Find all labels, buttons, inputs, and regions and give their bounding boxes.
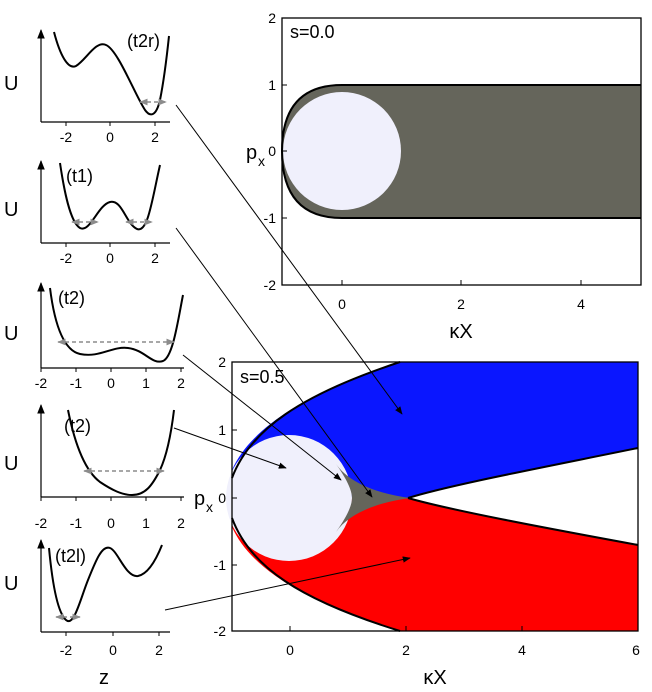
inset-xtick-label: 0 (107, 515, 115, 531)
inset-xtick-label: -1 (70, 375, 83, 391)
connector-arrow-t2r (175, 104, 403, 415)
inset-y-label: U (4, 73, 18, 95)
inset-t2l: -2 0 2 U z (t2l) (4, 539, 170, 689)
bottom-plot-frame (231, 361, 639, 632)
inset-t1: -2 0 2 U (t1) (4, 160, 170, 266)
bottom-panel-label: s=0.5 (240, 367, 285, 387)
inset-y-label: U (4, 199, 18, 221)
bottom-y-ticks (232, 361, 237, 632)
inset-xtick-label: 0 (106, 250, 114, 266)
inset-tag: (t2l) (55, 546, 86, 566)
connector-arrows (164, 104, 411, 611)
bottom-xtick-label: 4 (518, 642, 526, 658)
inset-xtick-label: -2 (35, 375, 48, 391)
inset-potential-curve (53, 31, 170, 116)
inset-xtick-label: -1 (70, 515, 83, 531)
inset-xtick-label: 0 (107, 375, 115, 391)
inset-xtick-label: 2 (155, 642, 163, 658)
inset-t2-a: -2 -1 0 1 2 U (t2) (4, 282, 185, 391)
inset-t2-b: -2 -1 0 1 2 U (t2) (4, 404, 185, 531)
bottom-ytick-label: 1 (218, 422, 226, 438)
inset-y-label: U (4, 453, 18, 475)
bottom-y-axis-title: p (194, 488, 205, 510)
bottom-x-ticks (289, 626, 639, 631)
inset-xtick-label: -2 (60, 129, 73, 145)
top-x-ticks (341, 280, 582, 285)
top-xtick-label: 0 (338, 296, 346, 312)
bottom-outer-boundary-upper (231, 361, 401, 479)
inset-xtick-label: 0 (106, 129, 114, 145)
inset-y-label: U (4, 573, 18, 595)
connector-arrow-t2l (164, 556, 411, 611)
top-xtick-label: 2 (457, 296, 465, 312)
bottom-light-disk (226, 435, 352, 561)
bottom-ytick-label: 0 (218, 490, 226, 506)
top-y-ticks (282, 17, 287, 286)
top-ytick-label: -1 (264, 210, 277, 226)
inset-xtick-label: 0 (109, 642, 117, 658)
top-panel: 2 1 0 -1 -2 0 2 4 κX p x s=0.0 (246, 10, 642, 343)
top-y-axis-subscript: x (258, 153, 265, 169)
top-ytick-label: -2 (264, 277, 277, 293)
bottom-x-axis-title: κX (423, 667, 446, 689)
top-x-axis-title: κX (449, 321, 472, 343)
inset-xtick-label: 2 (151, 129, 159, 145)
inset-x-label: z (99, 667, 109, 689)
top-ytick-label: 1 (268, 77, 276, 93)
bottom-ytick-label: -1 (214, 557, 227, 573)
bottom-xtick-label: 0 (286, 642, 294, 658)
inset-tag: (t2r) (127, 31, 160, 51)
top-light-disk (283, 92, 401, 210)
bottom-xtick-label: 2 (402, 642, 410, 658)
bottom-y-axis-subscript: x (206, 499, 213, 515)
inset-y-label: U (4, 323, 18, 345)
bottom-inner-boundary-upper (407, 447, 639, 499)
inset-xtick-label: 1 (142, 515, 150, 531)
inset-xtick-label: -2 (35, 515, 48, 531)
top-panel-label: s=0.0 (290, 22, 335, 42)
inset-tag: (t2) (58, 288, 85, 308)
inset-xtick-label: 2 (151, 250, 159, 266)
top-ytick-label: 0 (268, 143, 276, 159)
bottom-inner-boundary-lower (407, 497, 639, 546)
bottom-ytick-label: 2 (218, 354, 226, 370)
inset-xtick-label: -2 (60, 642, 73, 658)
top-y-axis-title: p (246, 142, 257, 164)
bottom-gray-cusp (336, 464, 410, 532)
connector-arrow-t1 (175, 227, 373, 498)
inset-tag: (t2) (64, 416, 91, 436)
bottom-outer-boundary-lower (231, 517, 401, 632)
inset-xtick-label: -2 (60, 250, 73, 266)
inset-xtick-label: 2 (177, 515, 185, 531)
inset-t2r: -2 0 2 U (t2r) (4, 29, 170, 145)
top-ytick-label: 2 (268, 10, 276, 26)
inset-tag: (t1) (66, 166, 93, 186)
top-xtick-label: 4 (577, 296, 585, 312)
inset-xtick-label: 2 (177, 375, 185, 391)
connector-arrow-t2-b (173, 427, 287, 469)
connector-arrow-t2-a (182, 354, 342, 481)
inset-xtick-label: 1 (142, 375, 150, 391)
bottom-ytick-label: -2 (214, 623, 227, 639)
bottom-panel: 2 1 0 -1 -2 0 2 4 6 κX p x s=0.5 (194, 354, 640, 689)
inset-potential-curve (67, 409, 175, 497)
bottom-xtick-label: 6 (632, 642, 640, 658)
